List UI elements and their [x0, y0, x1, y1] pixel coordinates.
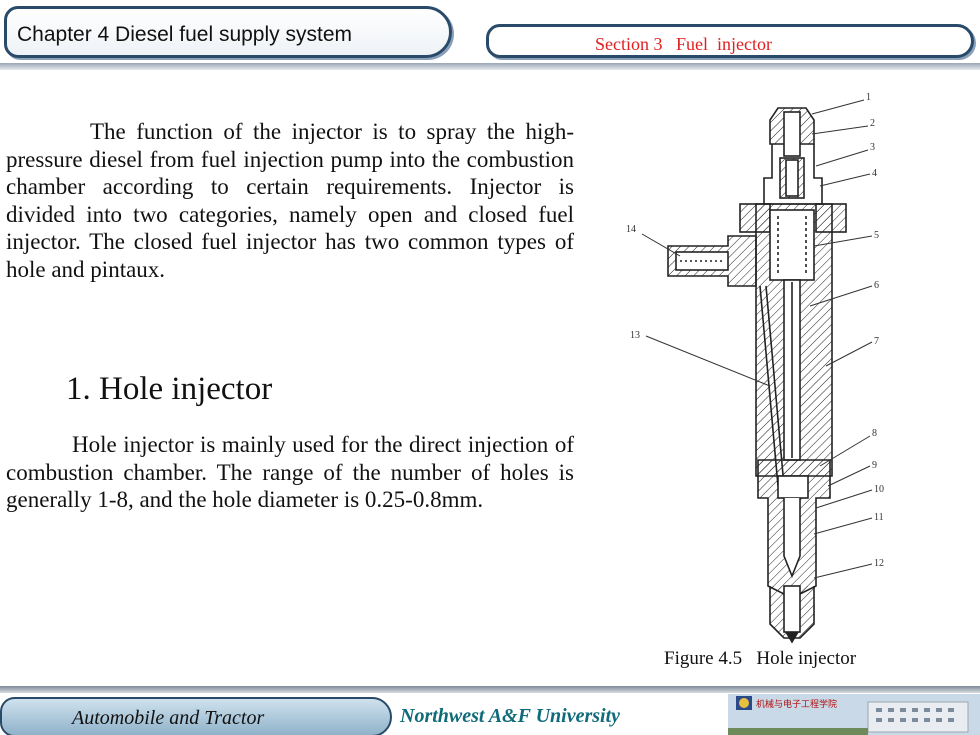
- section-title: Section 3 Fuel injector: [595, 34, 772, 54]
- university-name: Northwest A&F University: [400, 705, 621, 727]
- part-label: 1: [866, 92, 871, 103]
- college-logo-banner: 机械与电子工程学院: [728, 694, 980, 735]
- header-divider: [0, 63, 980, 70]
- section-heading: 1. Hole injector: [66, 371, 273, 407]
- intro-paragraph: The function of the injector is to spray…: [6, 119, 574, 282]
- college-building-image: 机械与电子工程学院: [728, 694, 980, 735]
- figure-caption: Figure 4.5 Hole injector: [664, 648, 857, 669]
- part-label: 8: [872, 428, 877, 439]
- part-label: 3: [870, 142, 875, 153]
- logo-text: 机械与电子工程学院: [756, 698, 837, 710]
- chapter-title-box: Chapter 4 Diesel fuel supply system: [4, 6, 452, 58]
- part-label: 14: [626, 224, 636, 235]
- part-label: 4: [872, 168, 877, 179]
- course-title: Automobile and Tractor: [72, 707, 265, 729]
- part-label: 12: [874, 558, 884, 569]
- section-title-box: Section 3 Fuel injector: [486, 24, 974, 58]
- part-label: 6: [874, 280, 879, 291]
- part-label: 10: [874, 484, 884, 495]
- hole-injector-diagram: 1 2 3 4 5 6 7 8 9 10 11 12 13 14: [626, 92, 884, 644]
- course-title-box: Automobile and Tractor: [0, 697, 392, 735]
- part-label: 9: [872, 460, 877, 471]
- footer-divider: [0, 686, 980, 693]
- part-label: 11: [874, 512, 884, 523]
- part-label: 13: [630, 330, 640, 341]
- chapter-title: Chapter 4 Diesel fuel supply system: [17, 23, 352, 46]
- part-label: 5: [874, 230, 879, 241]
- hole-injector-paragraph: Hole injector is mainly used for the dir…: [6, 432, 574, 512]
- part-label: 7: [874, 336, 879, 347]
- part-label: 2: [870, 118, 875, 129]
